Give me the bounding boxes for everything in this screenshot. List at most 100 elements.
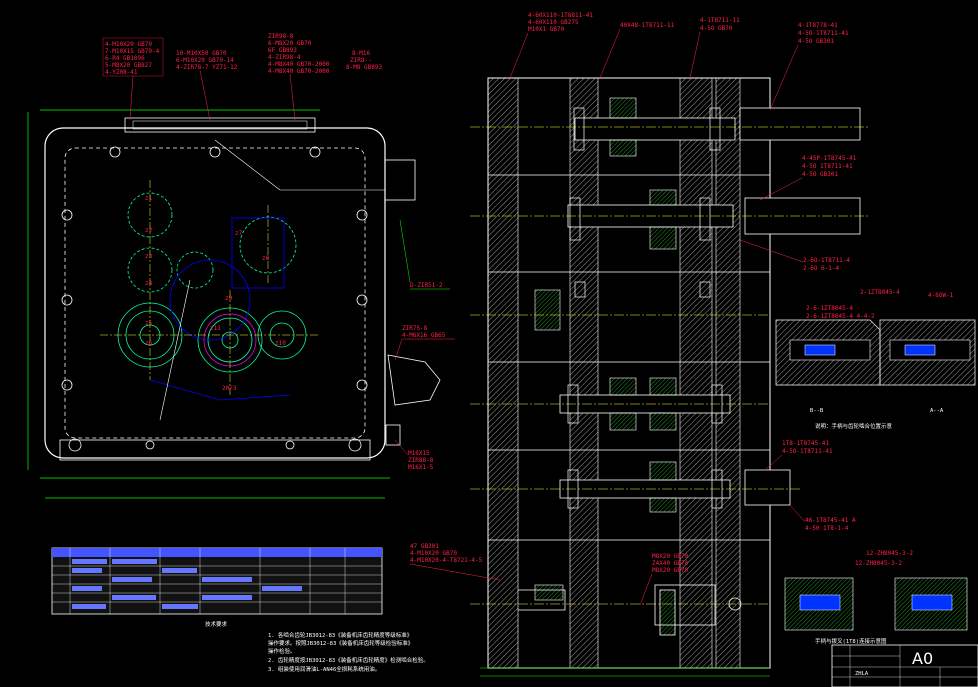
gear-label: z10 (275, 340, 286, 347)
svg-text:ZIR88-8: ZIR88-8 (408, 457, 434, 464)
section-label: B--B (810, 408, 824, 414)
svg-text:4-5O-1T8711-41: 4-5O-1T8711-41 (798, 30, 849, 37)
svg-text:D-ZIR51-2: D-ZIR51-2 (410, 282, 443, 289)
svg-text:2-6-1ZT8045-4: 2-6-1ZT8045-4 (806, 305, 853, 312)
svg-text:4-6OW-1: 4-6OW-1 (928, 292, 954, 299)
svg-text:10-M10X50 GB70: 10-M10X50 GB70 (176, 50, 227, 57)
callout-r5: 46-1T8745-41 A 4-50 1T8-1-4 (789, 504, 856, 532)
svg-text:4-1T8711-11: 4-1T8711-11 (700, 17, 740, 24)
callout-b1: 47 GB301 4-M10X20 GB70 4-M10X20-4-T8721-… (409, 543, 501, 581)
callout-r10: 12-ZH8045-3-2 (866, 550, 913, 557)
notes-item: 操作要求。按照JB3012-83《装备机床齿轮等级检验标准》 (268, 639, 413, 647)
svg-text:ZIR8--: ZIR8-- (350, 57, 372, 64)
callout-r3: 2-6O-1T8711-4 2-6O 6-1-4 (739, 239, 850, 272)
svg-text:4-YZ08-41: 4-YZ08-41 (105, 69, 138, 76)
gear-label: z7 (235, 230, 243, 237)
svg-text:4-60X110 GB275: 4-60X110 GB275 (528, 19, 579, 26)
svg-text:2-6O 6-1-4: 2-6O 6-1-4 (803, 265, 840, 272)
callout-t2: 40X48-1T8711-11 (599, 22, 675, 79)
callout-r1: 4-1T8778-41 4-5O-1T8711-41 4-5O GB301 (769, 22, 849, 111)
svg-text:40X48-1T8711-11: 40X48-1T8711-11 (620, 22, 675, 29)
middle-view-shafts (470, 77, 870, 677)
callout-r4: 1T8-1T8745-41 4-5O-1T8711-41 (764, 440, 833, 471)
callout-r2: 4-45P-1T8745-41 4-5O 1T8711-41 4-5O GB30… (759, 155, 857, 201)
svg-text:4-60X110-1T8811-41: 4-60X110-1T8811-41 (528, 12, 593, 19)
svg-text:4-M8X40 GB70-2000: 4-M8X40 GB70-2000 (268, 61, 330, 68)
gear-label: z9 (225, 295, 233, 302)
svg-text:4-M8X40 GB70-2000: 4-M8X40 GB70-2000 (268, 68, 330, 75)
svg-text:6-M8X20 GB70: 6-M8X20 GB70 (268, 40, 312, 47)
svg-text:8-M8 GB893: 8-M8 GB893 (346, 64, 383, 71)
svg-text:M16X1-5: M16X1-5 (408, 464, 434, 471)
callout-c4: 8-M16 ZIR8-- 8-M8 GB893 (346, 50, 383, 71)
sheet-size: A0 (912, 649, 933, 668)
notes-item: 2. 齿轮精度按JB3012-83《装备机床齿轮精度》检测啮合检验。 (268, 656, 429, 664)
gear-label: z1 (145, 195, 153, 202)
right-callouts: 4-1T8778-41 4-5O-1T8711-41 4-5O GB301 4-… (739, 22, 954, 567)
callout-t3: 4-1T8711-11 4-5O GB70 (689, 17, 740, 79)
callout-b2: M8X20 GB70 Z4X40 GB70 M8X20 GB70 (639, 553, 689, 606)
svg-text:ZIR98-8: ZIR98-8 (268, 33, 294, 40)
svg-text:8-M16: 8-M16 (352, 50, 370, 57)
gear-label: z8 (262, 255, 270, 262)
svg-text:2-6O-1T8711-4: 2-6O-1T8711-4 (803, 257, 850, 264)
svg-text:4-1T8778-41: 4-1T8778-41 (798, 22, 838, 29)
section-label: A--A (930, 408, 944, 414)
gear-label: z11 (210, 325, 221, 332)
notes-item: 1. 各啮合齿轮JB3012-83《装备机床齿轮精度等级标准》 (268, 631, 412, 639)
svg-text:46-1T8745-41 A: 46-1T8745-41 A (805, 517, 856, 524)
svg-text:4-M6X16 GB65: 4-M6X16 GB65 (402, 332, 446, 339)
gear-label: z3 (145, 253, 153, 260)
svg-text:4-M10X20 GB70: 4-M10X20 GB70 (105, 41, 152, 48)
svg-text:47 GB301: 47 GB301 (410, 543, 439, 550)
callout-c3: ZIR98-8 6-M8X20 GB70 6F GB893 4-ZIR98-4 … (268, 33, 330, 121)
detail-handle-fork: 手柄与拨叉(1T8)连接示意图 (784, 577, 968, 645)
svg-text:7-M10X15 GB70-4: 7-M10X15 GB70-4 (105, 48, 160, 55)
svg-text:4-5O-1T8711-41: 4-5O-1T8711-41 (782, 448, 833, 455)
svg-text:M16X15: M16X15 (408, 450, 430, 457)
svg-text:4-M10X20-4-T8721-4-5: 4-M10X20-4-T8721-4-5 (410, 557, 483, 564)
callout-c6: M16X15 ZIR88-8 M16X1-5 (394, 439, 434, 471)
svg-text:4-45P-1T8745-41: 4-45P-1T8745-41 (802, 155, 857, 162)
gear-label: z5 (145, 320, 153, 327)
svg-text:4-M10X20 GB70: 4-M10X20 GB70 (410, 550, 457, 557)
parts-table (51, 547, 383, 615)
callout-c1: 4-M10X20 GB70 7-M10X15 GB70-4 6-R4 GB109… (102, 37, 164, 121)
svg-text:2-6-1ZT8045-4 4-4-2: 2-6-1ZT8045-4 4-4-2 (806, 313, 875, 320)
middle-callouts: 4-60X110-1T8811-41 4-60X110 GB275 M10X1 … (409, 12, 740, 606)
svg-text:M8X20 GB70: M8X20 GB70 (652, 553, 689, 560)
callout-r7: 4-6OW-1 (928, 292, 954, 299)
callout-c5: ZIR75-8 4-M6X16 GB65 (394, 325, 455, 361)
gear-label: z6 (145, 340, 153, 347)
gear-label: z2 (145, 227, 153, 234)
svg-text:ZIR75-8: ZIR75-8 (402, 325, 428, 332)
gear-label: 20/3 (222, 385, 237, 392)
callout-r8: 2-6-1ZT8045-4 (806, 305, 853, 312)
technical-notes: 技术要求 1. 各啮合齿轮JB3012-83《装备机床齿轮精度等级标准》 操作要… (205, 620, 429, 673)
svg-text:2-1ZT8045-4: 2-1ZT8045-4 (860, 289, 900, 296)
notes-item: 操作检验。 (268, 647, 296, 655)
svg-text:1T8-1T8745-41: 1T8-1T8745-41 (782, 440, 829, 447)
detail-caption: 说明：手柄与齿轮啮合位置示意 (815, 422, 893, 430)
svg-text:4-5O GB301: 4-5O GB301 (802, 171, 839, 178)
svg-text:6F GB893: 6F GB893 (268, 47, 297, 54)
callout-r9: 2-6-1ZT8045-4 4-4-2 (806, 313, 875, 320)
left-view-housing (27, 109, 441, 499)
svg-text:4-5O GB70: 4-5O GB70 (700, 25, 733, 32)
svg-text:4-5O 1T8711-41: 4-5O 1T8711-41 (802, 163, 853, 170)
svg-text:M10X1 GB70: M10X1 GB70 (528, 26, 565, 33)
callout-c7: D-ZIR51-2 (399, 219, 450, 290)
detail-section-ab: B--B A--A 说明：手柄与齿轮啮合位置示意 (775, 319, 976, 430)
detail-caption: 手柄与拨叉(1T8)连接示意图 (815, 637, 887, 645)
drawing-code: ZHLA (855, 671, 869, 677)
title-block: A0 ZHLA (831, 644, 978, 687)
svg-text:6-R4 GB1096: 6-R4 GB1096 (105, 55, 145, 62)
callout-c2: 10-M10X50 GB70 6-M10X20 GB70-14 4-ZIR78-… (176, 50, 238, 121)
callout-r6: 2-1ZT8045-4 (860, 289, 900, 296)
svg-text:5-M8X20 GB827: 5-M8X20 GB827 (105, 62, 152, 69)
svg-text:12-ZH8045-3-2: 12-ZH8045-3-2 (866, 550, 913, 557)
svg-text:4-50 1T8-1-4: 4-50 1T8-1-4 (805, 525, 849, 532)
callout-r11: 12-ZH8045-3-2 (855, 560, 902, 567)
left-callouts: 4-M10X20 GB70 7-M10X15 GB70-4 6-R4 GB109… (102, 33, 455, 471)
